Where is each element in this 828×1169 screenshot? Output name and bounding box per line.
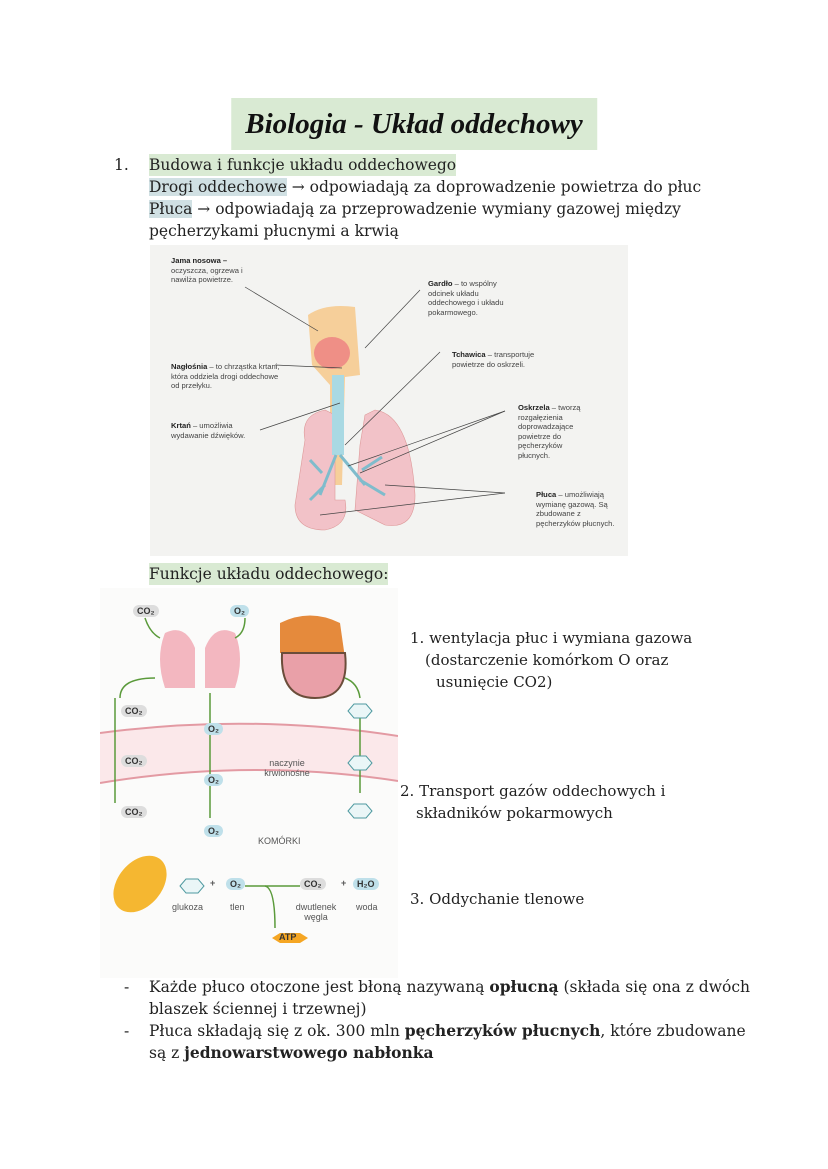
co2-badge: CO₂	[133, 605, 159, 617]
label-komorki: KOMÓRKI	[258, 836, 301, 846]
drogi-desc: → odpowiadają za doprowadzenie powietrza…	[286, 178, 702, 196]
label-naglosnia: Nagłośnia – to chrząstka krtani, która o…	[171, 362, 280, 390]
label-dwutlenek: dwutlenek węgla	[295, 902, 337, 922]
bullet-dash: -	[124, 1022, 130, 1040]
label-pluca: Płuca – umożliwiają wymianę gazową. Są z…	[536, 490, 615, 528]
bullet-1-line-1: Każde płuco otoczone jest błoną nazywaną…	[149, 977, 750, 996]
respiratory-anatomy-figure: Jama nosowa – oczyszcza, ogrzewa i nawil…	[150, 245, 628, 556]
bullet-1-line-2: blaszek ściennej i trzewnej)	[149, 1000, 367, 1018]
label-jama-nosowa: Jama nosowa – oczyszcza, ogrzewa i nawil…	[171, 256, 243, 284]
plus: +	[210, 878, 216, 888]
bullet-2-line-1: Płuca składają się z ok. 300 mln pęcherz…	[149, 1021, 746, 1040]
h2o-badge: H₂O	[353, 878, 379, 890]
drogi-term: Drogi oddechowe	[149, 178, 287, 196]
pluca-desc: → odpowiadają za przeprowadzenie wymiany…	[192, 200, 681, 218]
function-1-line-2: (dostarczenie komórkom O oraz	[425, 651, 669, 669]
respiratory-system-illustration	[244, 286, 506, 531]
pluca-term: Płuca	[149, 200, 193, 218]
o2-badge: O₂	[230, 605, 249, 617]
co2-badge: CO₂	[121, 755, 147, 767]
function-1-line-1: 1. wentylacja płuc i wymiana gazowa	[410, 629, 693, 647]
plus: +	[341, 878, 347, 888]
o2-badge: O₂	[204, 774, 223, 786]
bullet-dash: -	[124, 978, 130, 996]
pluca-desc-2: pęcherzykami płucnymi a krwią	[149, 222, 399, 240]
function-3: 3. Oddychanie tlenowe	[410, 890, 585, 908]
label-tchawica: Tchawica – transportuje powietrze do osk…	[452, 350, 535, 369]
function-1-line-3: usunięcie CO2)	[436, 673, 553, 691]
co2-badge: CO₂	[121, 806, 147, 818]
function-2-line-1: 2. Transport gazów oddechowych i	[400, 782, 666, 800]
label-gardlo: Gardło – to wspólny odcinek układu oddec…	[428, 279, 504, 317]
label-krtan: Krtań – umożliwia wydawanie dźwięków.	[171, 421, 246, 440]
section-heading: Budowa i funkcje układu oddechowego	[149, 154, 457, 176]
label-glukoza: glukoza	[172, 902, 204, 912]
functions-diagram: CO₂ O₂ CO₂ O₂ CO₂ O₂ CO₂ O₂ naczynie krw…	[99, 588, 399, 978]
label-tlen: tlen	[230, 902, 245, 912]
co2-badge: CO₂	[121, 705, 147, 717]
functions-illustration	[99, 615, 399, 943]
function-2-line-2: składników pokarmowych	[416, 804, 613, 822]
label-woda: woda	[356, 902, 378, 912]
section-number: 1.	[114, 156, 129, 174]
page-title: Biologia - Układ oddechowy	[231, 98, 597, 150]
label-oskrzela: Oskrzela – tworzą rozgałęzienia doprowad…	[518, 403, 581, 460]
bullet-2-line-2: są z jednowarstwowego nabłonka	[149, 1043, 434, 1062]
o2-badge: O₂	[226, 878, 245, 890]
atp-badge: ATP	[279, 932, 297, 942]
label-naczynie: naczynie krwionośne	[264, 758, 310, 778]
pluca-line: Płuca → odpowiadają za przeprowadzenie w…	[149, 198, 681, 220]
o2-badge: O₂	[204, 825, 223, 837]
functions-heading: Funkcje układu oddechowego:	[149, 563, 389, 585]
co2-badge: CO₂	[300, 878, 326, 890]
drogi-line: Drogi oddechowe → odpowiadają za doprowa…	[149, 176, 701, 198]
o2-badge: O₂	[204, 723, 223, 735]
